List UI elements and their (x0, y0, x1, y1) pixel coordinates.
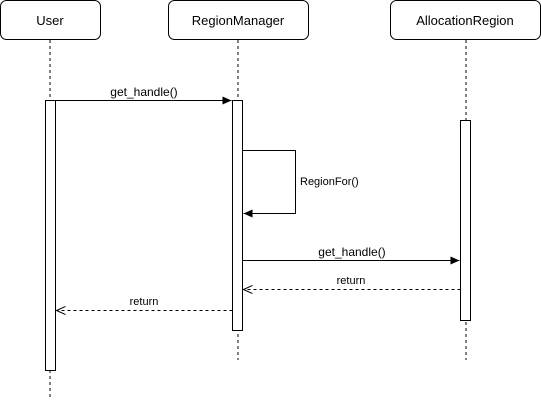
participant-region-manager: RegionManager (168, 0, 309, 40)
participant-region-manager-label: RegionManager (192, 13, 285, 28)
participant-allocation-region-label: AllocationRegion (416, 13, 514, 28)
self-call-arrow (242, 150, 296, 218)
message-user-to-region-manager: get_handle() (55, 85, 232, 105)
message-region-manager-self-call: RegionFor() (242, 150, 359, 218)
message-label: get_handle() (318, 245, 385, 259)
activation-allocation-region (460, 120, 471, 321)
return-label: return (130, 296, 159, 308)
return-label: return (337, 275, 366, 287)
self-call-label: RegionFor() (300, 176, 359, 188)
message-label: get_handle() (110, 85, 177, 99)
participant-region-manager-box (168, 0, 309, 40)
message-region-manager-to-allocation-region: get_handle() (242, 245, 460, 265)
activation-user (45, 100, 56, 371)
participant-user: User (0, 0, 101, 40)
participant-user-label: User (36, 13, 64, 28)
activation-region-manager (232, 100, 243, 331)
return-region-manager-to-user: return (57, 296, 233, 311)
participant-user-box (0, 0, 101, 40)
participant-allocation-region: AllocationRegion (390, 0, 541, 40)
return-allocation-region-to-region-manager: return (244, 275, 461, 290)
